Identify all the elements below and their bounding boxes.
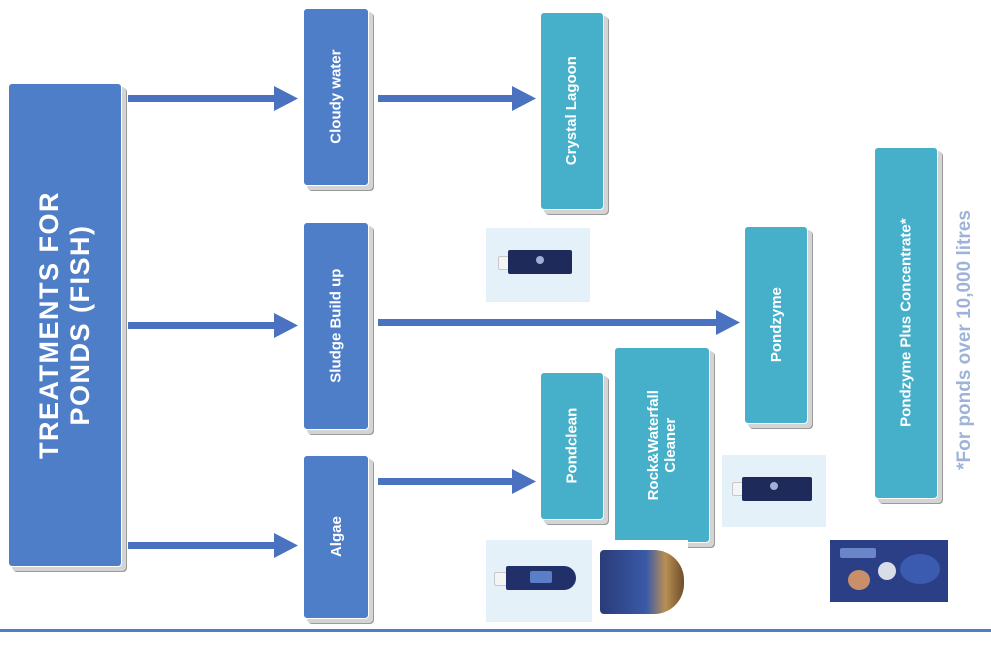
- treatment-label-pondzyme-plus: Pondzyme Plus Concentrate*: [897, 218, 915, 428]
- treatment-box-pondclean: Pondclean: [540, 372, 604, 520]
- pondzyme-bottle-image: [722, 455, 826, 527]
- arrow-title-to-algae: [128, 533, 298, 558]
- problem-label-algae: Algae: [327, 516, 345, 558]
- arrow-sludge-to-pondzyme: [378, 310, 740, 335]
- bottom-divider: [0, 629, 991, 632]
- rock-waterfall-cleaner-image: [596, 540, 688, 622]
- treatment-label-pondzyme: Pondzyme: [767, 287, 785, 363]
- arrow-title-to-sludge: [128, 313, 298, 338]
- diagram-title: TREATMENTS FOR PONDS (FISH): [33, 191, 96, 459]
- problem-box-sludge: Sludge Build up: [303, 222, 369, 430]
- crystal-lagoon-bottle-image: [486, 228, 590, 302]
- treatment-label-pondclean: Pondclean: [563, 408, 581, 484]
- problem-label-sludge: Sludge Build up: [327, 268, 345, 384]
- treatment-label-crystal-lagoon: Crystal Lagoon: [563, 56, 581, 166]
- problem-box-cloudy-water: Cloudy water: [303, 8, 369, 186]
- pondclean-bottle-image: [486, 540, 592, 622]
- treatment-box-pondzyme-plus: Pondzyme Plus Concentrate*: [874, 147, 938, 499]
- title-box: TREATMENTS FOR PONDS (FISH): [8, 83, 122, 567]
- problem-label-cloudy-water: Cloudy water: [327, 49, 345, 145]
- treatment-box-crystal-lagoon: Crystal Lagoon: [540, 12, 604, 210]
- treatment-box-rock-waterfall-cleaner: Rock&Waterfall Cleaner: [614, 347, 710, 543]
- arrow-algae-to-pondclean: [378, 469, 536, 494]
- pondzyme-plus-pack-image: [830, 540, 948, 602]
- footnote-large-ponds: *For ponds over 10,000 litres: [954, 210, 975, 470]
- treatment-label-rock-waterfall-cleaner: Rock&Waterfall Cleaner: [644, 389, 679, 501]
- problem-box-algae: Algae: [303, 455, 369, 619]
- arrow-title-to-cloudy: [128, 86, 298, 111]
- treatment-box-pondzyme: Pondzyme: [744, 226, 808, 424]
- arrow-cloudy-to-crystal-lagoon: [378, 86, 536, 111]
